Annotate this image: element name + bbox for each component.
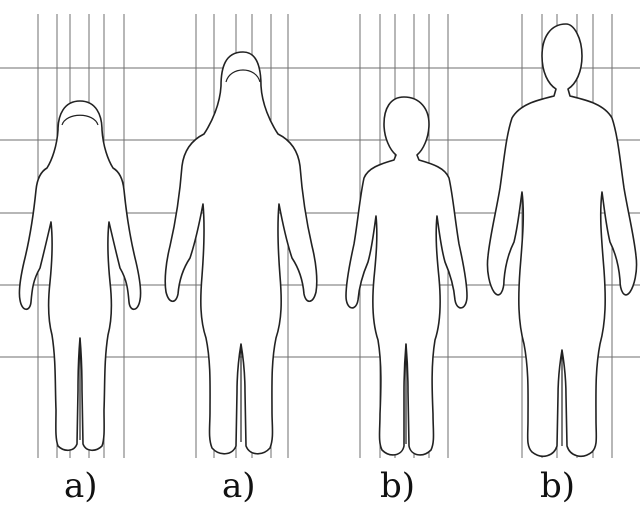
figure-female-tall [165,52,317,454]
figure-male-small [346,97,467,455]
caption-a-2: a) [222,468,256,504]
figure-male-tall [487,24,636,456]
caption-b-1: b) [380,468,415,504]
caption-a-1: a) [64,468,98,504]
caption-b-2: b) [540,468,575,504]
